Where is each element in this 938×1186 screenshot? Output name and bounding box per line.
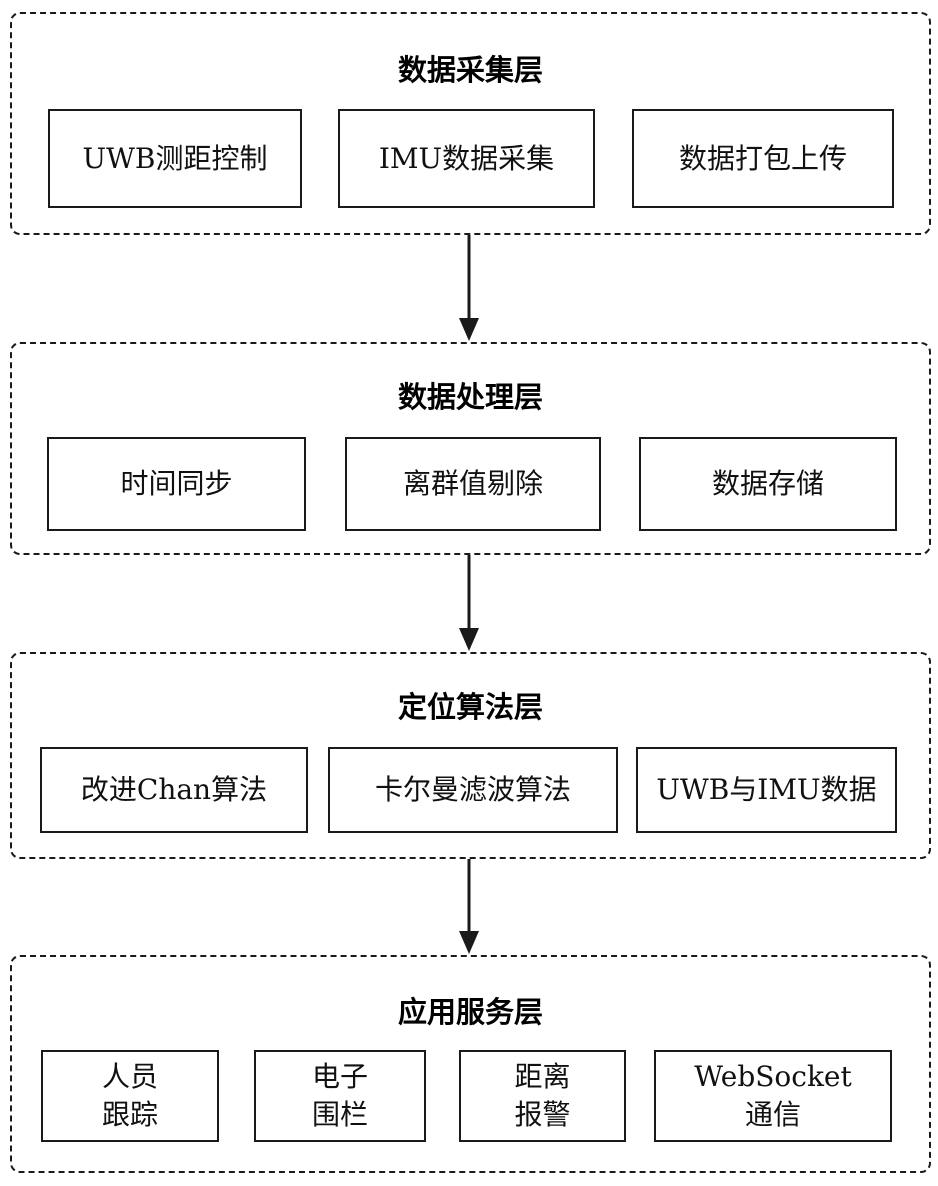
layer-data-collection: 数据采集层 UWB测距控制 IMU数据采集 数据打包上传 — [10, 12, 931, 235]
module-time-sync: 时间同步 — [47, 437, 306, 531]
layer-title: 定位算法层 — [397, 690, 543, 724]
module-data-storage: 数据存储 — [639, 437, 897, 531]
arrow-processing-to-algorithm — [459, 555, 479, 651]
layer-application-service: 应用服务层 人员 跟踪 电子 围栏 距离 报警 WebSocket 通信 — [10, 955, 931, 1173]
module-kalman-filter-algorithm: 卡尔曼滤波算法 — [328, 747, 618, 833]
layer-title: 应用服务层 — [397, 995, 543, 1029]
module-improved-chan-algorithm: 改进Chan算法 — [40, 747, 308, 833]
module-data-packing-upload: 数据打包上传 — [632, 109, 894, 208]
arrow-collection-to-processing — [459, 235, 479, 341]
arrow-algorithm-to-application — [459, 859, 479, 954]
module-websocket-communication: WebSocket 通信 — [654, 1050, 892, 1142]
module-electronic-fence: 电子 围栏 — [254, 1050, 426, 1142]
module-uwb-ranging-control: UWB测距控制 — [48, 109, 302, 208]
layer-data-processing: 数据处理层 时间同步 离群值剔除 数据存储 — [10, 342, 931, 555]
module-distance-alarm: 距离 报警 — [459, 1050, 626, 1142]
module-personnel-tracking: 人员 跟踪 — [41, 1050, 219, 1142]
module-imu-data-collection: IMU数据采集 — [338, 109, 595, 208]
layer-title: 数据采集层 — [397, 53, 543, 87]
layer-positioning-algorithm: 定位算法层 改进Chan算法 卡尔曼滤波算法 UWB与IMU数据 — [10, 652, 931, 859]
layer-title: 数据处理层 — [397, 380, 543, 414]
module-outlier-removal: 离群值剔除 — [345, 437, 601, 531]
module-uwb-imu-data: UWB与IMU数据 — [636, 747, 897, 833]
